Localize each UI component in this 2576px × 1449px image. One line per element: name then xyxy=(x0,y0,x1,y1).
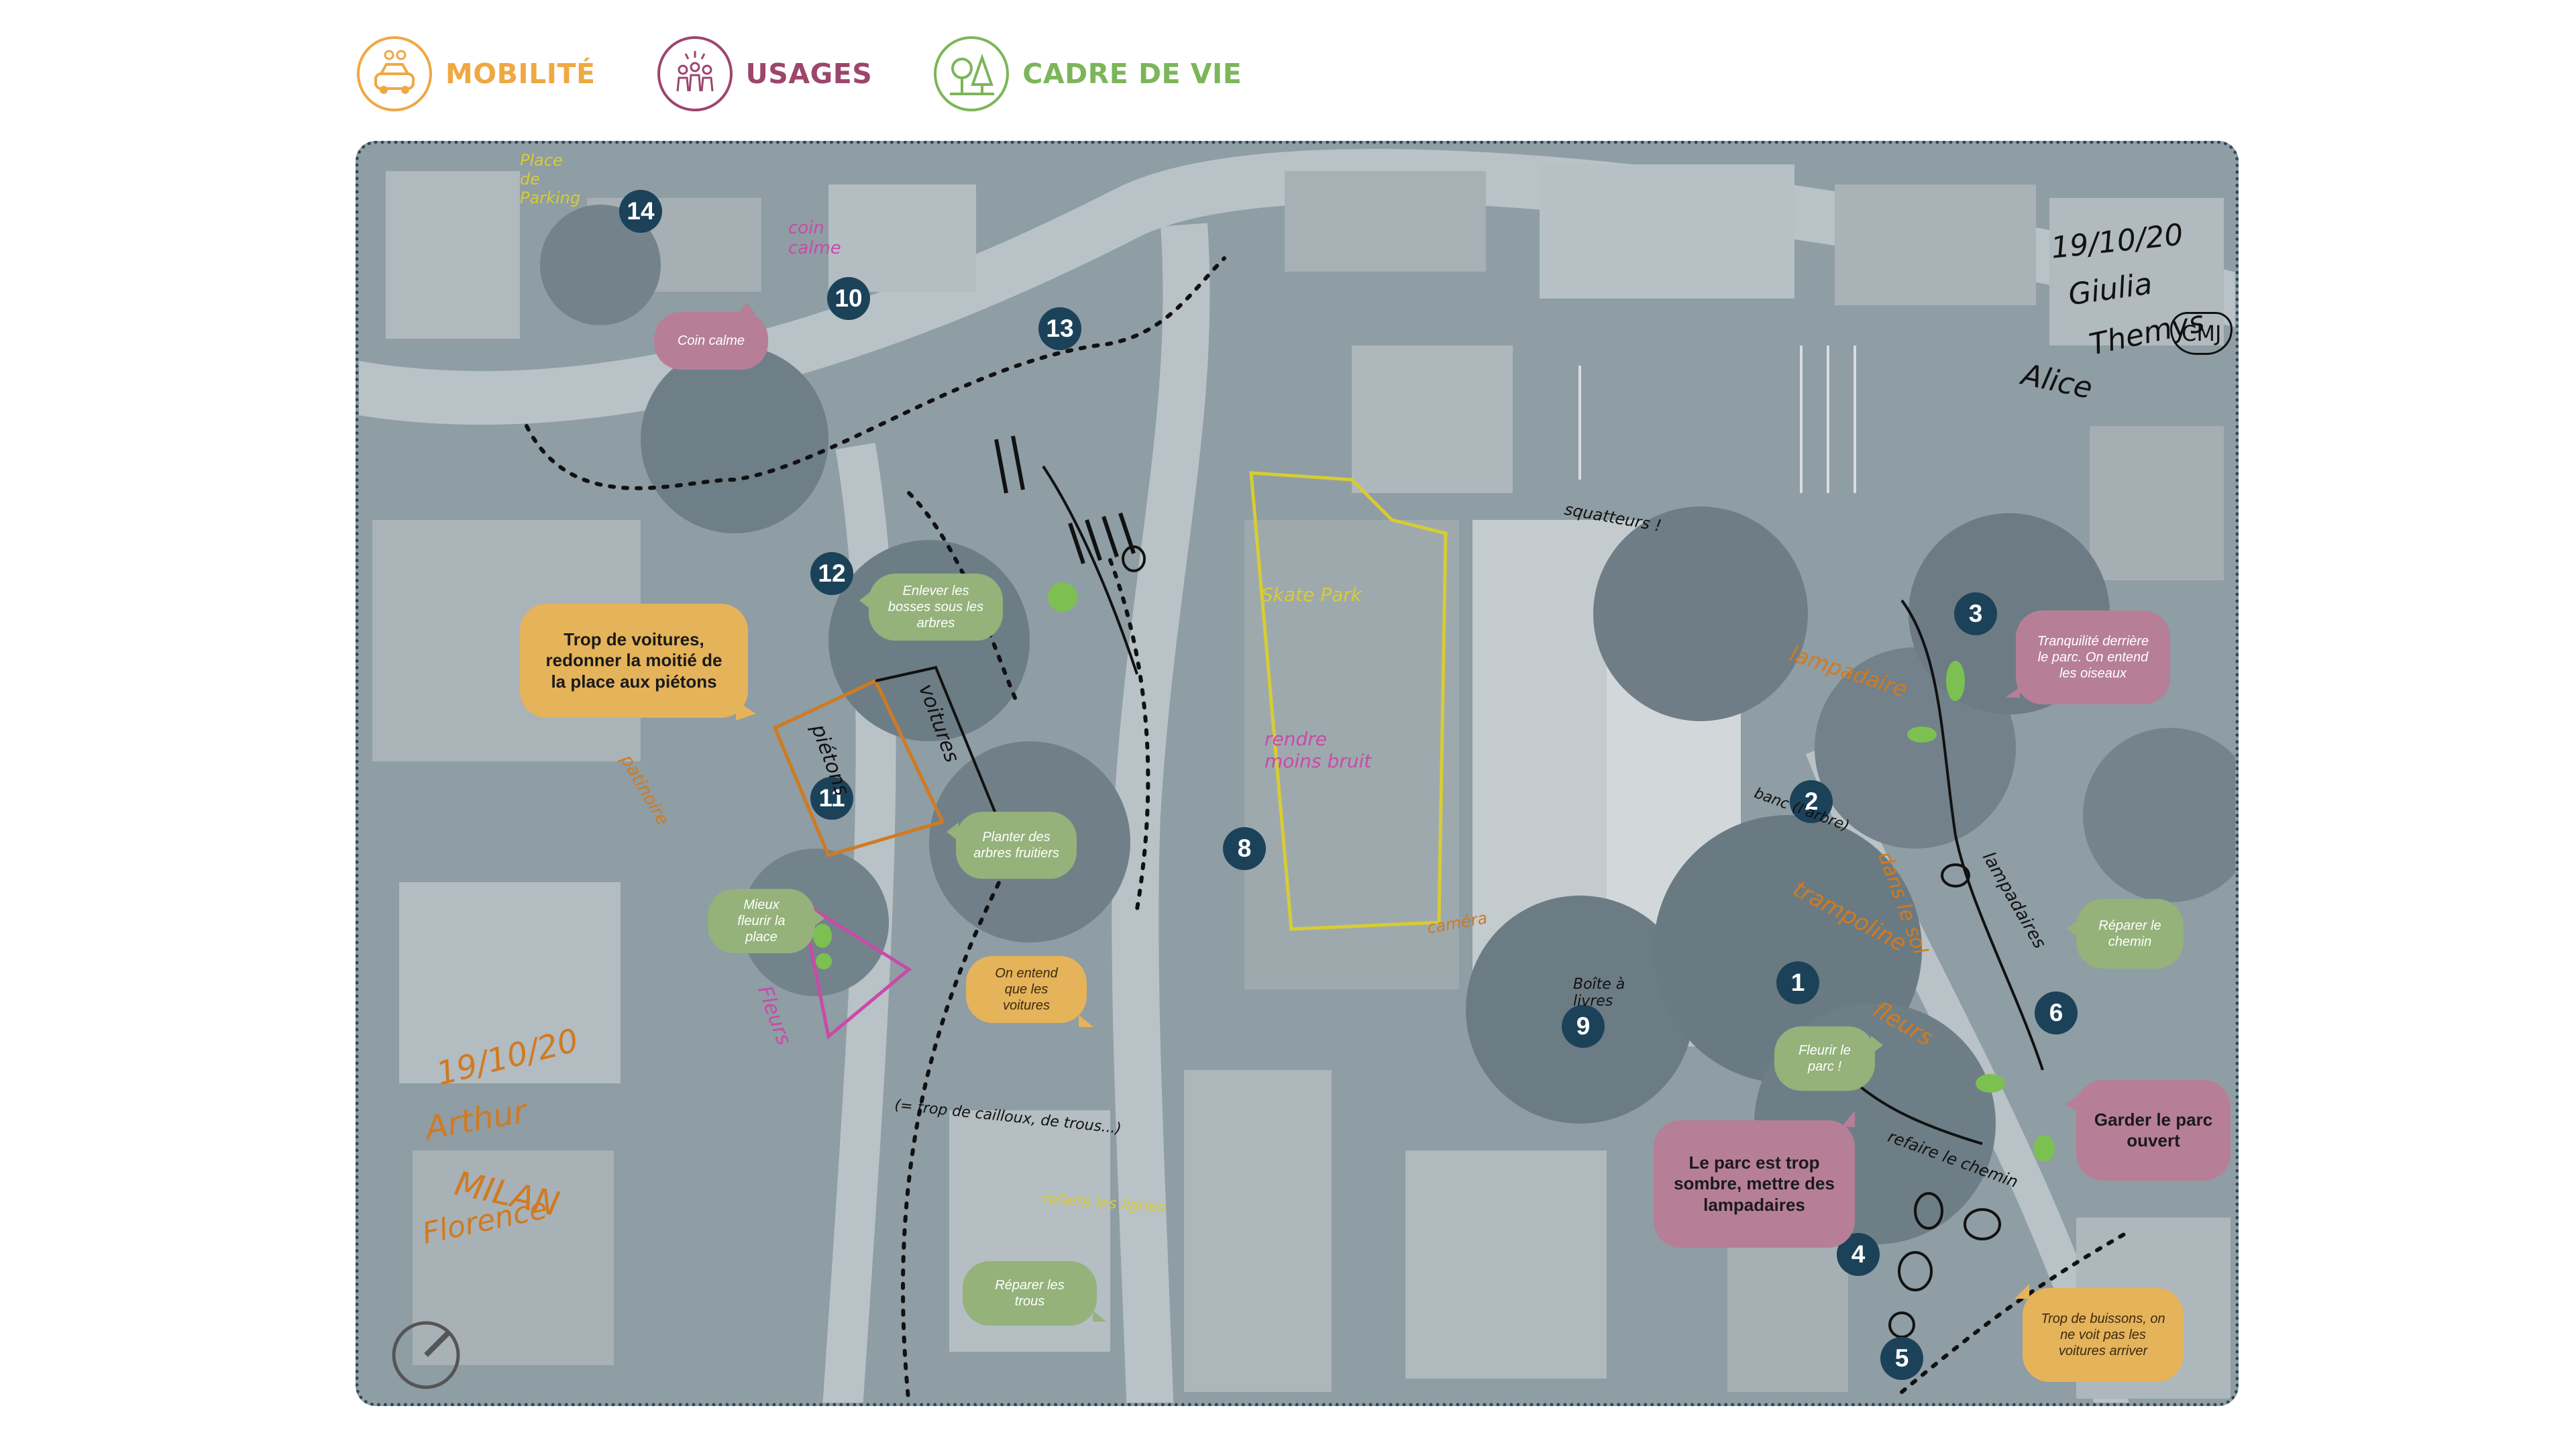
marker-5[interactable]: 5 xyxy=(1880,1337,1923,1380)
bubble-trop-voitures: Trop de voitures, redonner la moitié de … xyxy=(520,604,756,720)
bubble-tranquilite-text: Tranquilité derrière le parc. On entend … xyxy=(2037,634,2149,681)
annotation-skate-park: Skate Park xyxy=(1261,584,1362,606)
car-people-icon xyxy=(357,36,432,111)
bubble-enlever-bosses-text: Enlever les bosses sous les arbres xyxy=(888,584,984,631)
bubble-parc-sombre: Le parc est trop sombre, mettre des lamp… xyxy=(1654,1111,1855,1248)
bubble-tail xyxy=(859,591,871,610)
bubble-parc-sombre-text: Le parc est trop sombre, mettre des lamp… xyxy=(1674,1152,1835,1215)
bubble-fleurir-parc-text: Fleurir le parc ! xyxy=(1799,1043,1851,1074)
bubble-enlever-bosses: Enlever les bosses sous les arbres xyxy=(859,574,1003,641)
legend-label-cadre-de-vie: CADRE DE VIE xyxy=(1022,58,1242,90)
bubble-on-entend-voitures: On entend que les voitures xyxy=(966,956,1093,1027)
bubble-tail xyxy=(1079,1015,1093,1027)
bubble-tail xyxy=(2067,919,2079,938)
bubble-trop-voitures-text: Trop de voitures, redonner la moitié de … xyxy=(545,629,722,692)
bubble-tail xyxy=(1841,1111,1855,1127)
marker-2[interactable]: 2 xyxy=(1790,780,1833,823)
legend: MOBILITÉ USAGES CADRE DE VIE xyxy=(356,32,1302,115)
legend-label-usages: USAGES xyxy=(745,58,873,90)
bubble-garder-parc-text: Garder le parc ouvert xyxy=(2094,1109,2213,1150)
marker-8[interactable]: 8 xyxy=(1223,827,1266,870)
bubble-tail xyxy=(947,822,959,841)
marker-10[interactable]: 10 xyxy=(827,277,870,320)
bubble-tail xyxy=(736,700,756,720)
trees-icon xyxy=(934,36,1010,111)
annotation-coin-calme: coin calme xyxy=(788,218,841,258)
bubble-planter-arbres: Planter des arbres fruitiers xyxy=(947,812,1077,879)
marker-12[interactable]: 12 xyxy=(810,552,853,595)
annotation-rendre-moins-bruit: rendre moins bruit xyxy=(1265,728,1372,772)
bubble-tail xyxy=(1093,1311,1106,1322)
people-group-icon xyxy=(657,36,733,111)
marker-11[interactable]: 11 xyxy=(810,777,853,820)
bubble-tail xyxy=(2065,1093,2080,1114)
bubble-planter-arbres-text: Planter des arbres fruitiers xyxy=(973,830,1059,861)
bubble-tail xyxy=(2015,1284,2029,1299)
bubble-trop-buissons: Trop de buissons, on ne voit pas les voi… xyxy=(2015,1284,2184,1382)
bubble-on-entend-voitures-text: On entend que les voitures xyxy=(995,966,1058,1013)
bubble-trop-buissons-text: Trop de buissons, on ne voit pas les voi… xyxy=(2041,1311,2165,1358)
bubble-coin-calme: Coin calme xyxy=(654,303,768,370)
marker-13[interactable]: 13 xyxy=(1038,307,1081,350)
annotation-cmj: CMJ xyxy=(2170,312,2233,355)
bubble-tail xyxy=(2005,687,2020,698)
bubble-mieux-fleurir: Mieux fleurir la place xyxy=(708,889,824,953)
aerial-map[interactable]: 1 2 3 4 5 6 8 9 10 11 12 13 14 Coin calm… xyxy=(356,141,2239,1406)
bubble-tranquilite: Tranquilité derrière le parc. On entend … xyxy=(2005,610,2170,704)
marker-3[interactable]: 3 xyxy=(1954,592,1997,635)
legend-label-mobilite: MOBILITÉ xyxy=(445,58,596,90)
bubble-reparer-trous-text: Réparer les trous xyxy=(995,1278,1065,1309)
legend-item-cadre-de-vie: CADRE DE VIE xyxy=(932,35,1242,113)
bubble-fleurir-parc: Fleurir le parc ! xyxy=(1774,1026,1883,1091)
bubble-tail xyxy=(812,909,824,928)
marker-9[interactable]: 9 xyxy=(1562,1005,1605,1048)
compass-icon xyxy=(392,1321,460,1389)
bubble-tail xyxy=(737,303,756,315)
marker-6[interactable]: 6 xyxy=(2035,991,2078,1034)
bubble-coin-calme-text: Coin calme xyxy=(677,333,745,348)
bubble-mieux-fleurir-text: Mieux fleurir la place xyxy=(737,898,786,945)
bubble-reparer-chemin: Réparer le chemin xyxy=(2067,899,2184,969)
marker-4[interactable]: 4 xyxy=(1837,1233,1880,1276)
bubble-garder-parc: Garder le parc ouvert xyxy=(2065,1080,2231,1181)
bubble-tail xyxy=(1871,1036,1883,1055)
marker-1[interactable]: 1 xyxy=(1776,961,1819,1004)
annotation-place-parking: Place de Parking xyxy=(520,151,581,207)
marker-14[interactable]: 14 xyxy=(619,190,662,233)
bubble-reparer-chemin-text: Réparer le chemin xyxy=(2098,918,2161,949)
annotation-boite-livres: Boîte à livres xyxy=(1573,976,1625,1010)
legend-item-mobilite: MOBILITÉ xyxy=(356,35,596,113)
bubble-reparer-trous: Réparer les trous xyxy=(963,1261,1106,1326)
legend-item-usages: USAGES xyxy=(656,35,873,113)
